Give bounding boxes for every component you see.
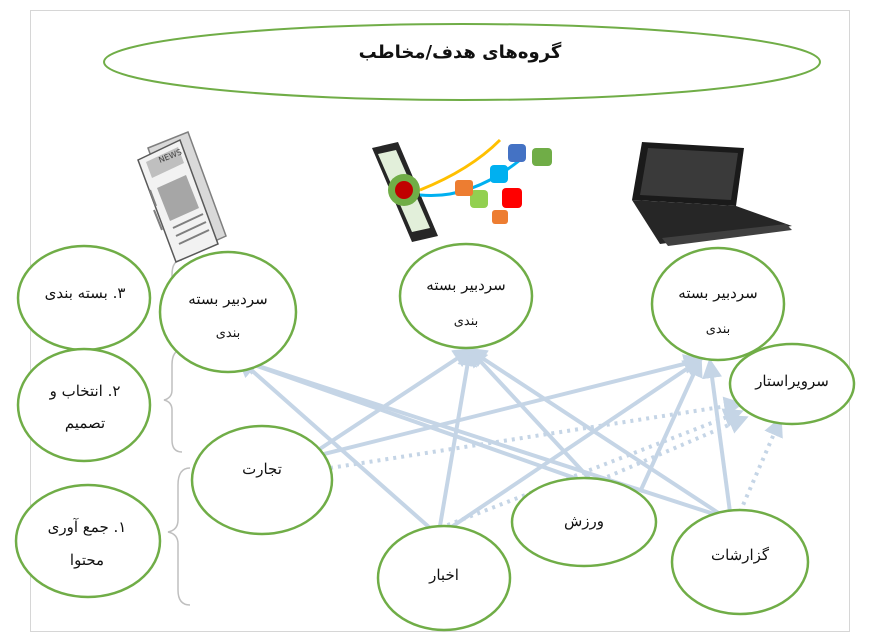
source-trade-label: تجارت — [242, 460, 282, 478]
target-audience-ellipse — [103, 23, 821, 101]
flow-arrow-6 — [467, 347, 602, 492]
bracket-gathering — [167, 467, 191, 606]
copy-editor-label: سرویراستار — [755, 372, 829, 390]
dotted-flow-arrows — [329, 396, 783, 530]
source-reports-circle — [670, 508, 810, 616]
flow-arrow-9 — [466, 347, 722, 516]
stage-gathering-circle — [14, 483, 162, 599]
stage-nodes — [14, 244, 162, 599]
stage-gathering-label-2: محتوا — [69, 551, 105, 569]
stage-selection-circle — [16, 347, 152, 463]
flow-arrow-1 — [237, 357, 432, 530]
dotted-arrow-2 — [439, 408, 744, 530]
editor-3-label-2: بندی — [705, 322, 731, 337]
dotted-arrow-4 — [738, 416, 783, 513]
stage-gathering-label: ۱. جمع آوری — [47, 518, 127, 536]
source-sports-label: ورزش — [563, 512, 605, 530]
diagram-title: گروه‌های هدف/مخاطب — [358, 42, 562, 63]
stage-selection-label-2: تصمیم — [64, 414, 106, 432]
editor-2-label-2: بندی — [453, 314, 479, 329]
source-nodes — [190, 424, 810, 632]
editor-nodes — [158, 242, 786, 374]
editor-circle-1 — [158, 250, 298, 374]
source-sports-circle — [510, 476, 658, 568]
editor-circle-3 — [650, 246, 786, 362]
dotted-arrow-1 — [329, 396, 744, 470]
bracket-selection — [163, 349, 183, 453]
stage-selection-label: ۲. انتخاب و — [49, 382, 121, 400]
editor-2-label: سردبیر بسته — [426, 276, 506, 294]
smartphone-social-icon — [372, 138, 552, 242]
editor-1-label-2: بندی — [215, 326, 241, 341]
source-news-circle — [376, 524, 512, 632]
editor-3-label: سردبیر بسته — [678, 284, 758, 302]
newspaper-icon: NEWS — [137, 131, 227, 263]
source-trade-circle — [190, 424, 334, 536]
source-reports-label: گزارشات — [710, 546, 770, 564]
flow-arrow-2 — [438, 346, 478, 527]
stage-packaging-label: ۳. بسته بندی — [44, 284, 126, 302]
editor-circle-2 — [398, 242, 534, 350]
flow-arrow-11 — [702, 358, 732, 513]
flow-arrow-4 — [299, 354, 704, 462]
flow-arrow-10 — [236, 355, 721, 518]
dotted-arrow-3 — [599, 415, 749, 482]
copy-editor-circle — [728, 342, 856, 426]
flow-arrows — [236, 346, 732, 530]
flow-arrow-3 — [448, 357, 704, 530]
editor-1-label: سردبیر بسته — [188, 290, 268, 308]
source-news-label: اخبار — [429, 566, 459, 584]
laptop-icon — [632, 142, 792, 246]
